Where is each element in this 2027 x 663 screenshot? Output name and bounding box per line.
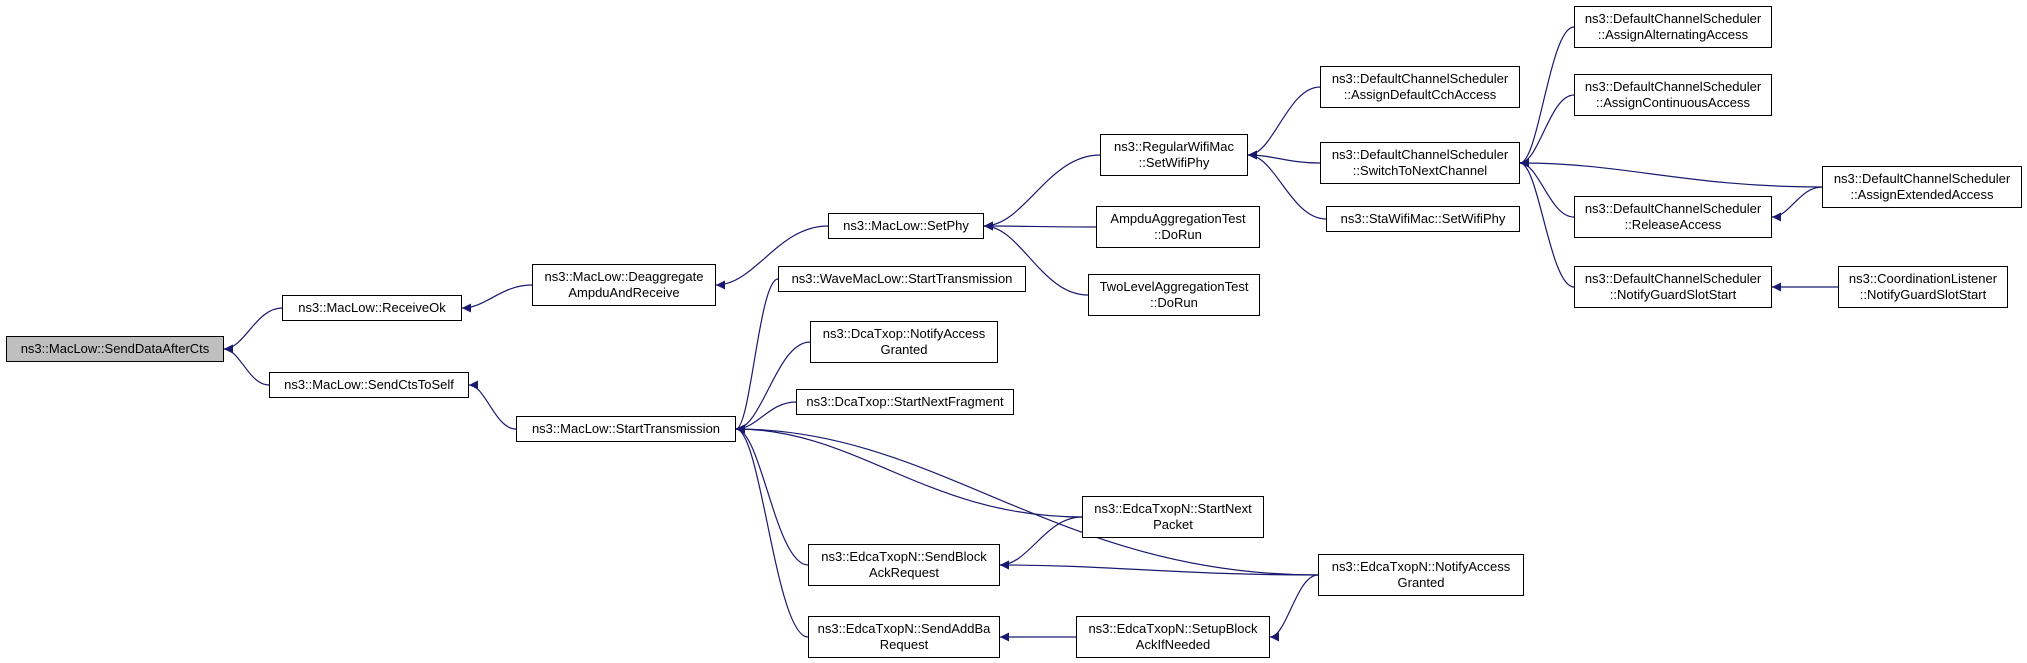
graph-node-label: ns3::DefaultChannelScheduler [1584, 79, 1762, 94]
call-edge [1247, 150, 1327, 220]
graph-node[interactable]: ns3::MacLow::SendCtsToSelf [269, 372, 469, 398]
call-edge [983, 221, 1097, 231]
graph-node[interactable]: ns3::DefaultChannelScheduler::ReleaseAcc… [1574, 196, 1772, 238]
graph-node-label: AckIfNeeded [1135, 637, 1211, 652]
graph-node[interactable]: ns3::DefaultChannelScheduler::AssignDefa… [1320, 66, 1520, 108]
graph-node-label: ns3::EdcaTxopN::StartNext [1094, 501, 1252, 516]
graph-node[interactable]: ns3::CoordinationListener::NotifyGuardSl… [1838, 266, 2008, 308]
call-edge [735, 424, 809, 566]
graph-node-label: Granted [880, 342, 928, 357]
graph-node-label: ::NotifyGuardSlotStart [1609, 287, 1737, 302]
graph-node-label: ns3::MacLow::ReceiveOk [298, 300, 446, 315]
call-edge [735, 278, 779, 434]
graph-node-label: ns3::CoordinationListener [1848, 271, 1998, 286]
call-edge [735, 424, 809, 638]
graph-node-label: ::AssignDefaultCchAccess [1343, 87, 1497, 102]
graph-node[interactable]: ns3::RegularWifiMac::SetWifiPhy [1100, 134, 1248, 176]
graph-node-label: ::AssignAlternatingAccess [1597, 27, 1749, 42]
graph-node-label: ::DoRun [1154, 227, 1202, 242]
graph-node-label: ns3::DefaultChannelScheduler [1331, 71, 1509, 86]
graph-node: ns3::MacLow::SendDataAfterCts [6, 336, 224, 362]
graph-node[interactable]: TwoLevelAggregationTest::DoRun [1088, 274, 1260, 316]
graph-node-label: ::ReleaseAccess [1624, 217, 1722, 232]
call-edge [715, 225, 829, 290]
call-edge [1771, 186, 1823, 222]
graph-node-label: ns3::MacLow::StartTransmission [531, 421, 721, 436]
graph-node[interactable]: ns3::StaWifiMac::SetWifiPhy [1326, 206, 1520, 232]
graph-node-label: Request [879, 637, 929, 652]
graph-node-label: Packet [1153, 517, 1193, 532]
graph-node-label: ns3::EdcaTxopN::SendBlock [821, 549, 987, 564]
graph-node-label: ns3::DefaultChannelScheduler [1584, 11, 1762, 26]
call-edge [468, 380, 517, 430]
graph-node-label: ns3::DefaultChannelScheduler [1584, 271, 1762, 286]
graph-node-label: TwoLevelAggregationTest [1099, 279, 1249, 294]
graph-node-label: ns3::DefaultChannelScheduler [1833, 171, 2011, 186]
call-edge [1519, 158, 1575, 288]
graph-node-label: ns3::WaveMacLow::StartTransmission [791, 271, 1013, 286]
graph-node-label: ns3::DcaTxop::NotifyAccess [822, 326, 986, 341]
graph-node-label: ns3::RegularWifiMac [1114, 139, 1234, 154]
graph-node[interactable]: ns3::DefaultChannelScheduler::NotifyGuar… [1574, 266, 1772, 308]
graph-node-label: ns3::DefaultChannelScheduler [1584, 201, 1762, 216]
graph-node-label: ::SwitchToNextChannel [1352, 163, 1488, 178]
graph-node[interactable]: ns3::DefaultChannelScheduler::AssignAlte… [1574, 6, 1772, 48]
graph-node[interactable]: ns3::MacLow::SetPhy [828, 213, 984, 239]
graph-node[interactable]: ns3::MacLow::StartTransmission [516, 416, 736, 442]
call-edge [1269, 574, 1319, 642]
graph-node-label: AmpduAggregationTest [1110, 211, 1246, 226]
call-edge [735, 424, 1083, 518]
graph-node-label: ::SetWifiPhy [1138, 155, 1210, 170]
graph-node-label: ::DoRun [1150, 295, 1198, 310]
graph-node-label: ns3::DcaTxop::StartNextFragment [806, 394, 1004, 409]
call-edge [999, 560, 1319, 576]
graph-node[interactable]: ns3::MacLow::ReceiveOk [282, 295, 462, 321]
call-edge [983, 154, 1101, 231]
call-edge [461, 284, 533, 313]
graph-node[interactable]: ns3::DefaultChannelScheduler::AssignCont… [1574, 74, 1772, 116]
graph-node-label: AmpduAndReceive [568, 285, 680, 300]
graph-node[interactable]: ns3::WaveMacLow::StartTransmission [778, 266, 1026, 292]
graph-node-label: ns3::EdcaTxopN::SetupBlock [1088, 621, 1258, 636]
call-edge [983, 221, 1089, 296]
graph-node-label: ns3::MacLow::SendCtsToSelf [284, 377, 454, 392]
graph-node-label: ns3::MacLow::SendDataAfterCts [20, 341, 210, 356]
graph-node-label: Granted [1397, 575, 1445, 590]
graph-node-label: ::NotifyGuardSlotStart [1859, 287, 1987, 302]
graph-node[interactable]: ns3::DefaultChannelScheduler::AssignExte… [1822, 166, 2022, 208]
graph-node-label: ns3::MacLow::SetPhy [843, 218, 969, 233]
graph-node[interactable]: ns3::DefaultChannelScheduler::SwitchToNe… [1320, 142, 1520, 184]
call-edge [223, 344, 270, 386]
graph-node-label: AckRequest [868, 565, 940, 580]
graph-node-label: ns3::StaWifiMac::SetWifiPhy [1340, 211, 1506, 226]
graph-node-label: ::AssignContinuousAccess [1596, 95, 1750, 110]
graph-node-label: ::AssignExtendedAccess [1850, 187, 1994, 202]
call-edge [1519, 158, 1823, 188]
graph-node-label: ns3::DefaultChannelScheduler [1331, 147, 1509, 162]
graph-node[interactable]: ns3::DcaTxop::StartNextFragment [796, 389, 1014, 415]
graph-node[interactable]: AmpduAggregationTest::DoRun [1096, 206, 1260, 248]
call-edge [1519, 26, 1575, 168]
graph-node-label: ns3::EdcaTxopN::NotifyAccess [1331, 559, 1511, 574]
graph-node-label: ns3::MacLow::Deaggregate [544, 269, 704, 284]
graph-node-label: ns3::EdcaTxopN::SendAddBa [817, 621, 991, 636]
call-edge [735, 424, 1319, 576]
